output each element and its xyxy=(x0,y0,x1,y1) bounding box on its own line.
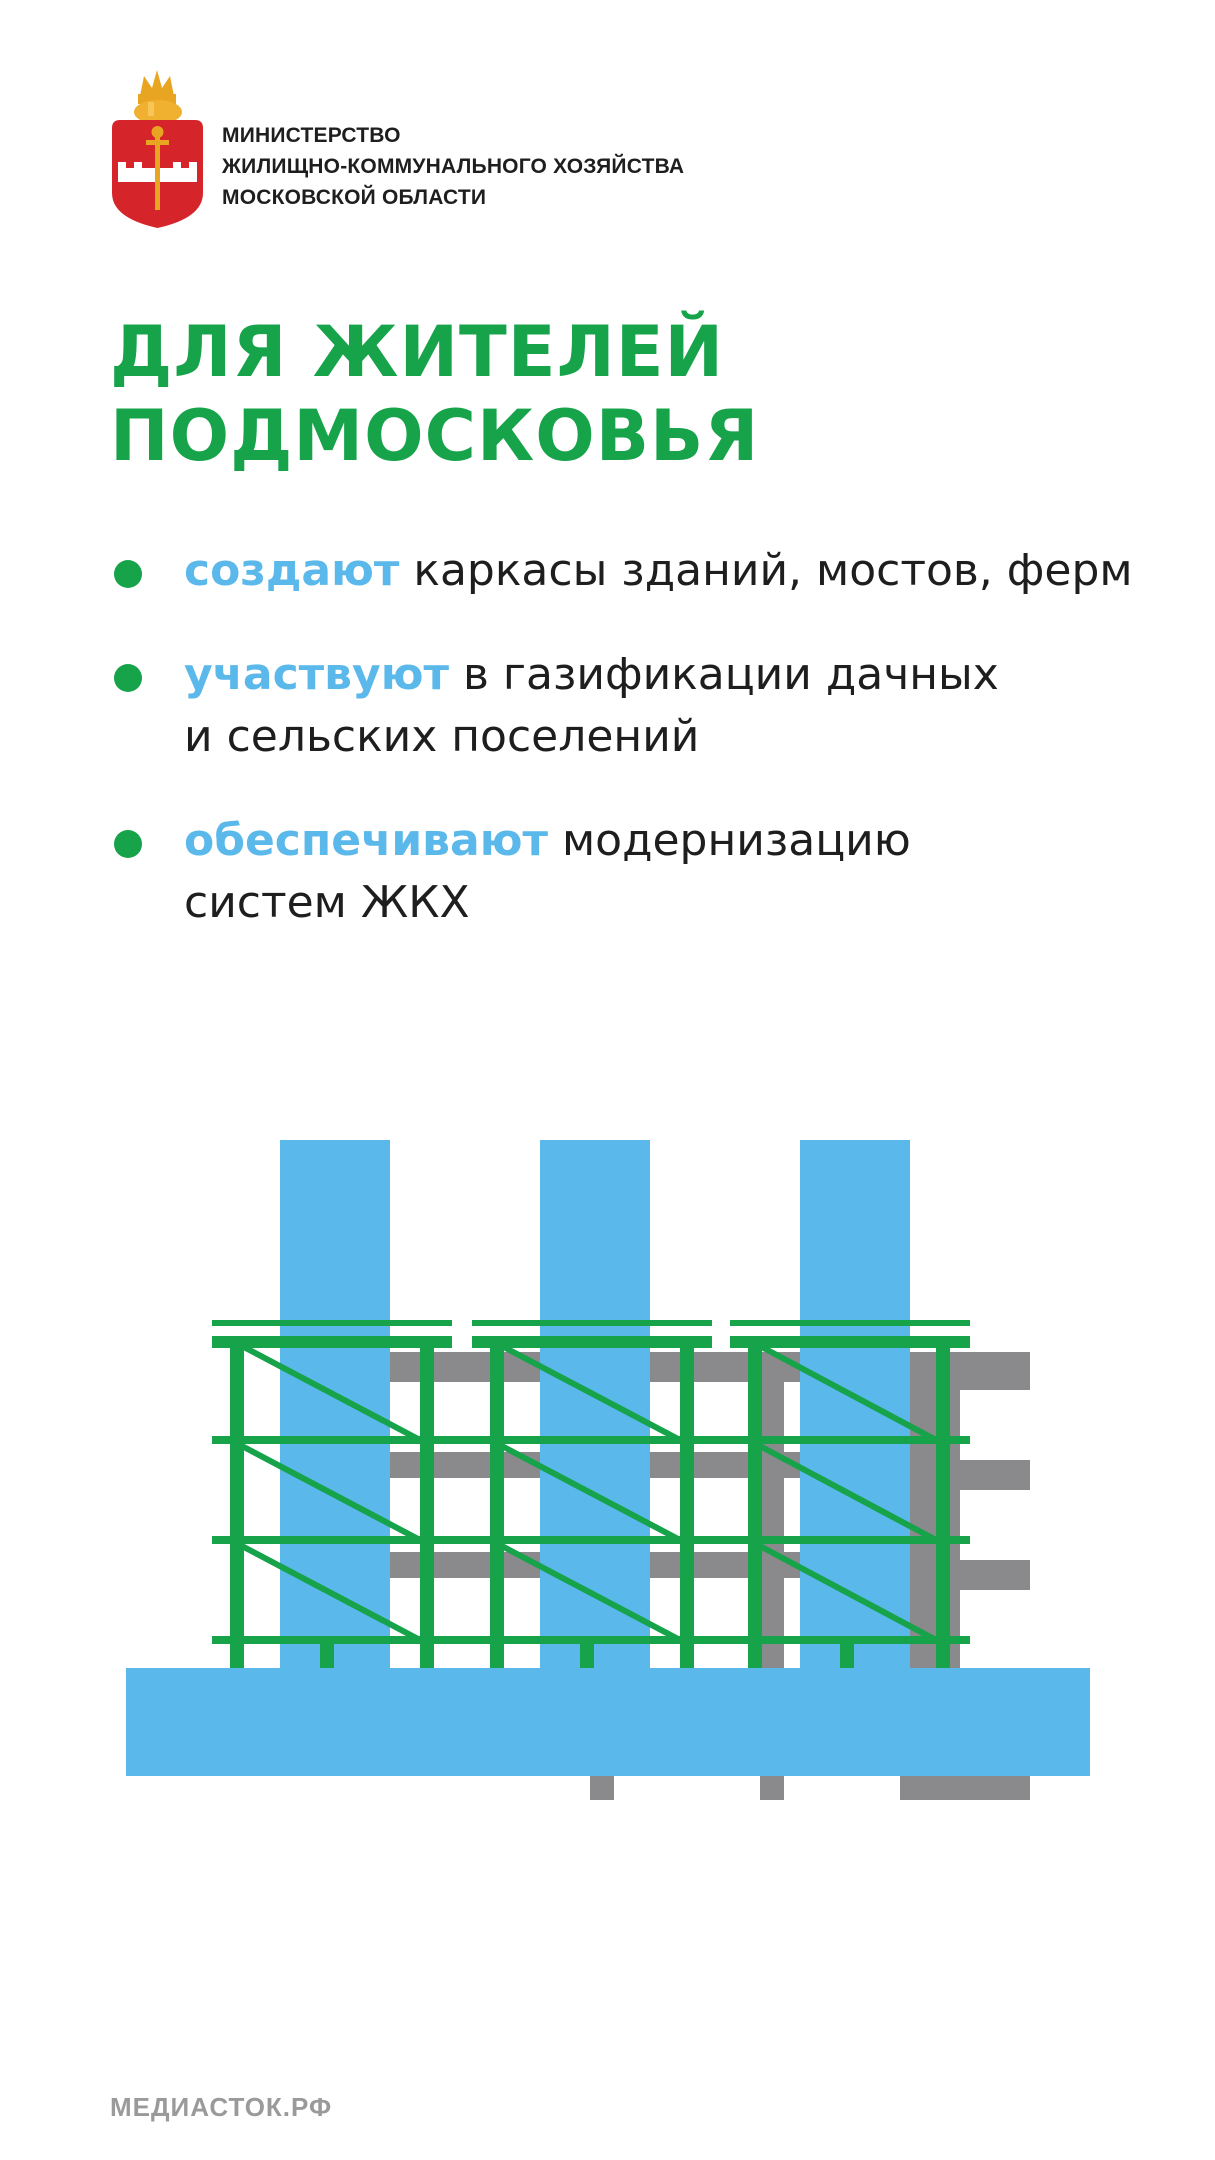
item-text: модернизацию xyxy=(547,815,911,866)
benefits-list: создают каркасы зданий, мостов, ферм уча… xyxy=(110,540,1190,976)
item-text-continued: и сельских поселений xyxy=(184,711,700,762)
title-line-2: ПОДМОСКОВЬЯ xyxy=(110,395,760,477)
item-keyword: создают xyxy=(184,545,400,596)
footer-site-name: МЕДИАСТОК.РФ xyxy=(110,2092,333,2122)
page-title: ДЛЯ ЖИТЕЛЕЙ ПОДМОСКОВЬЯ xyxy=(110,310,759,478)
item-keyword: обеспечивают xyxy=(184,815,548,866)
foundation xyxy=(126,1668,1090,1776)
item-text: в газификации дачных xyxy=(448,649,999,700)
item-text-continued: систем ЖКХ xyxy=(184,877,470,928)
ministry-line-2: ЖИЛИЩНО-КОММУНАЛЬНОГО ХОЗЯЙСТВА xyxy=(222,155,685,178)
list-item: обеспечивают модернизацию систем ЖКХ xyxy=(110,810,1190,934)
item-keyword: участвуют xyxy=(184,649,449,700)
title-line-1: ДЛЯ ЖИТЕЛЕЙ xyxy=(110,311,725,393)
ministry-name: МИНИСТЕРСТВО ЖИЛИЩНО-КОММУНАЛЬНОГО ХОЗЯЙ… xyxy=(222,120,684,213)
list-item: участвуют в газификации дачных и сельски… xyxy=(110,644,1190,768)
ministry-line-1: МИНИСТЕРСТВО xyxy=(222,124,401,147)
building-scaffolding-icon xyxy=(126,1140,1090,1800)
bullet-icon xyxy=(114,664,142,692)
ministry-line-3: МОСКОВСКОЙ ОБЛАСТИ xyxy=(222,186,487,209)
blue-columns xyxy=(280,1140,910,1680)
header: МИНИСТЕРСТВО ЖИЛИЩНО-КОММУНАЛЬНОГО ХОЗЯЙ… xyxy=(110,58,810,228)
moscow-oblast-coat-of-arms-icon xyxy=(112,70,203,228)
scaffolding xyxy=(212,1320,970,1676)
list-item: создают каркасы зданий, мостов, ферм xyxy=(110,540,1190,602)
bullet-icon xyxy=(114,560,142,588)
item-text: каркасы зданий, мостов, ферм xyxy=(399,545,1133,596)
bullet-icon xyxy=(114,830,142,858)
